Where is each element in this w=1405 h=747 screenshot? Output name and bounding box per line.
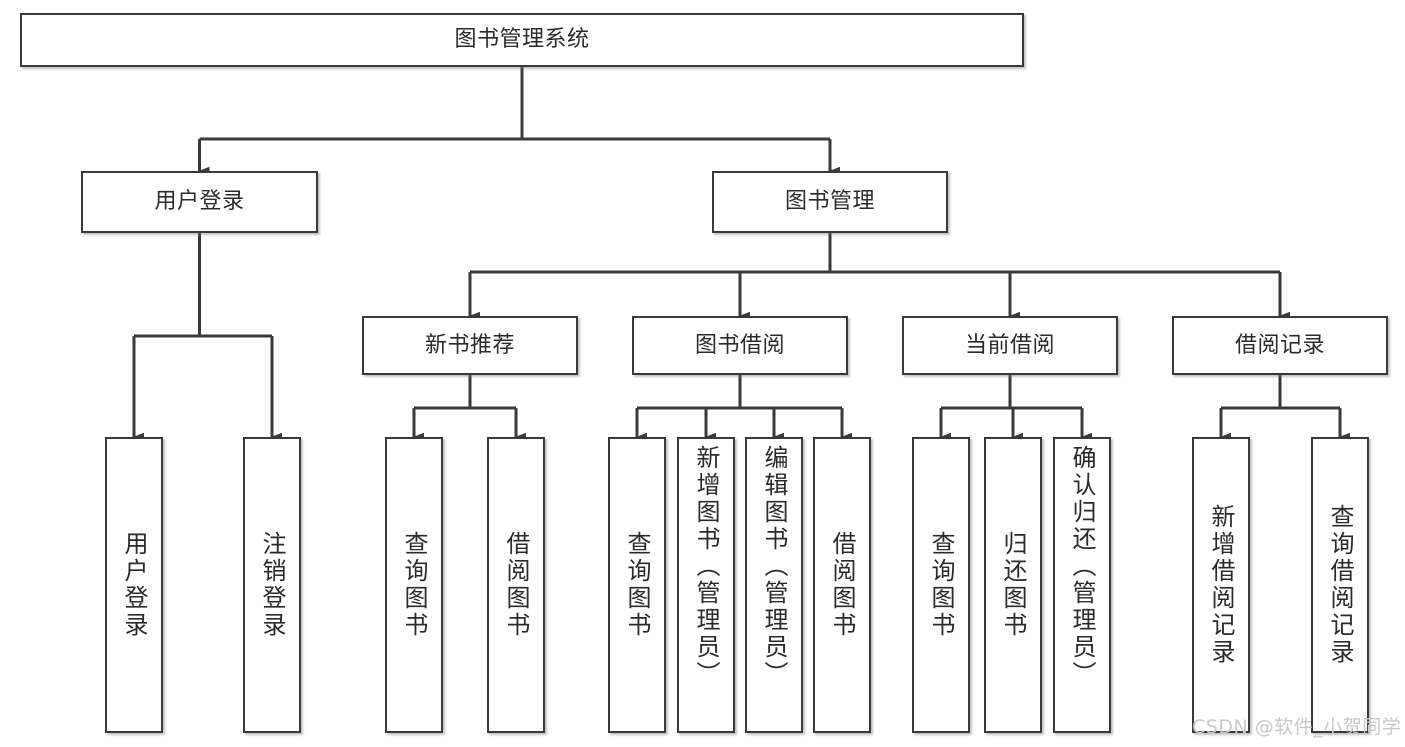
node-new-book-rec[interactable]: 新书推荐 — [362, 316, 578, 375]
node-label-user-login: 用户登录 — [154, 189, 245, 215]
node-book-manage[interactable]: 图书管理 — [712, 171, 948, 233]
node-label-leaf-user-login: 用户登录 — [120, 531, 148, 639]
node-label-leaf-bb-query: 查询图书 — [623, 531, 651, 639]
node-label-leaf-bb-borrow: 借阅图书 — [828, 531, 856, 639]
node-label-root: 图书管理系统 — [454, 27, 590, 53]
node-label-leaf-cb-return: 归还图书 — [999, 531, 1027, 639]
node-label-leaf-rec-query: 查询图书 — [400, 531, 428, 639]
node-leaf-cb-query[interactable]: 查询图书 — [912, 437, 970, 733]
node-user-login[interactable]: 用户登录 — [81, 171, 318, 233]
node-current-borrow[interactable]: 当前借阅 — [902, 316, 1118, 375]
node-leaf-cb-return[interactable]: 归还图书 — [984, 437, 1042, 733]
node-leaf-bb-query[interactable]: 查询图书 — [608, 437, 666, 733]
node-leaf-cb-confirm[interactable]: 确认归还（管理员） — [1053, 437, 1111, 733]
node-leaf-bb-edit[interactable]: 编辑图书（管理员） — [745, 437, 803, 733]
node-label-leaf-cb-query: 查询图书 — [927, 531, 955, 639]
node-label-leaf-rec-borrow: 借阅图书 — [502, 531, 530, 639]
node-leaf-br-query[interactable]: 查询借阅记录 — [1311, 437, 1369, 733]
node-leaf-bb-add[interactable]: 新增图书（管理员） — [677, 437, 735, 733]
connector-group — [132, 67, 1350, 442]
node-leaf-bb-borrow[interactable]: 借阅图书 — [813, 437, 871, 733]
node-leaf-br-add[interactable]: 新增借阅记录 — [1192, 437, 1250, 733]
node-label-leaf-bb-add: 新增图书（管理员） — [692, 445, 720, 688]
node-label-new-book-rec: 新书推荐 — [424, 332, 515, 358]
node-root[interactable]: 图书管理系统 — [20, 13, 1024, 67]
node-leaf-user-login[interactable]: 用户登录 — [105, 437, 163, 733]
node-label-book-manage: 图书管理 — [784, 189, 875, 215]
node-book-borrow[interactable]: 图书借阅 — [632, 316, 848, 375]
node-label-leaf-cb-confirm: 确认归还（管理员） — [1068, 445, 1096, 688]
node-label-borrow-record: 借阅记录 — [1234, 332, 1325, 358]
node-label-leaf-br-add: 新增借阅记录 — [1207, 504, 1235, 666]
node-label-leaf-br-query: 查询借阅记录 — [1326, 504, 1354, 666]
node-leaf-rec-borrow[interactable]: 借阅图书 — [487, 437, 545, 733]
node-leaf-rec-query[interactable]: 查询图书 — [385, 437, 443, 733]
node-label-current-borrow: 当前借阅 — [964, 332, 1055, 358]
node-label-leaf-bb-edit: 编辑图书（管理员） — [760, 445, 788, 688]
node-borrow-record[interactable]: 借阅记录 — [1172, 316, 1388, 375]
node-label-book-borrow: 图书借阅 — [694, 332, 785, 358]
node-leaf-user-logout[interactable]: 注销登录 — [243, 437, 301, 733]
node-label-leaf-user-logout: 注销登录 — [258, 531, 286, 639]
